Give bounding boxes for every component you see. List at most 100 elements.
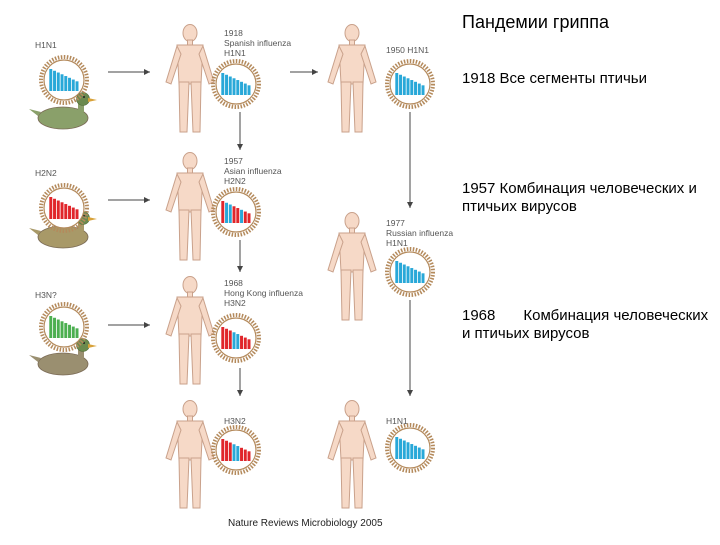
rna-segment: [225, 203, 228, 223]
rna-segment: [422, 85, 425, 95]
rna-segment: [240, 336, 243, 349]
rna-segment: [76, 81, 79, 91]
rna-segment: [403, 441, 406, 459]
rna-segment: [53, 199, 56, 219]
rna-segment: [236, 446, 239, 461]
rna-segment: [64, 323, 67, 338]
slide-title: Пандемии гриппа: [462, 12, 609, 33]
human-virion-1968: [213, 315, 259, 361]
rna-segment: [244, 450, 247, 461]
rna-segment: [221, 439, 224, 461]
rna-segment: [407, 78, 410, 95]
human-virion-bottom-right: [387, 425, 433, 471]
rna-segment: [229, 77, 232, 95]
rna-segment: [414, 446, 417, 459]
rna-segment: [236, 80, 239, 95]
avian-strain-1918: H1N1: [35, 40, 57, 50]
human-bottom-left: [166, 401, 214, 509]
rna-segment: [422, 449, 425, 459]
rna-segment: [53, 71, 56, 91]
rna-segment: [72, 327, 75, 338]
rna-segment: [229, 443, 232, 461]
human-virion-1957: [213, 189, 259, 235]
label-1918: 1918 Spanish influenza H1N1: [224, 28, 291, 58]
rna-segment: [244, 338, 247, 349]
rna-segment: [64, 204, 67, 219]
rna-segment: [422, 273, 425, 283]
human-bottom-right: [328, 401, 376, 509]
rna-segment: [244, 212, 247, 223]
rna-segment: [233, 78, 236, 95]
source-credit: Nature Reviews Microbiology 2005: [228, 518, 383, 529]
rna-segment: [68, 206, 71, 219]
human-virion-1918: [213, 61, 259, 107]
human-virion-bottom-left: [213, 427, 259, 473]
human-1950: [328, 25, 376, 133]
avian-strain-1968: H3N?: [35, 290, 57, 300]
rna-segment: [57, 201, 60, 219]
description-1968-year: 1968: [462, 307, 495, 324]
rna-segment: [221, 73, 224, 95]
rna-segment: [49, 316, 52, 338]
rna-segment: [61, 74, 64, 91]
rna-segment: [403, 77, 406, 95]
rna-segment: [236, 208, 239, 223]
label-1968: 1968 Hong Kong influenza H3N2: [224, 278, 303, 308]
rna-segment: [233, 206, 236, 223]
rna-segment: [399, 75, 402, 95]
rna-segment: [240, 82, 243, 95]
rna-segment: [76, 328, 79, 338]
rna-segment: [240, 210, 243, 223]
rna-segment: [57, 73, 60, 91]
human-1968: [166, 277, 214, 385]
rna-segment: [53, 318, 56, 338]
rna-segment: [248, 339, 251, 349]
human-virion-1977: [387, 249, 433, 295]
rna-segment: [395, 73, 398, 95]
rna-segment: [229, 331, 232, 349]
rna-segment: [221, 201, 224, 223]
rna-segment: [414, 82, 417, 95]
rna-segment: [72, 208, 75, 219]
rna-segment: [61, 202, 64, 219]
avian-strain-1957: H2N2: [35, 168, 57, 178]
label-bottom-left: H3N2: [224, 416, 246, 426]
rna-segment: [248, 85, 251, 95]
rna-segment: [49, 69, 52, 91]
rna-segment: [414, 270, 417, 283]
human-figures: [166, 25, 376, 509]
rna-segment: [72, 80, 75, 91]
rna-segment: [248, 451, 251, 461]
rna-segment: [407, 442, 410, 459]
rna-segment: [248, 213, 251, 223]
rna-segment: [64, 76, 67, 91]
human-1957: [166, 153, 214, 261]
description-1968-text: Комбинация человеческих и птичьих вирусо…: [462, 307, 708, 342]
rna-segment: [76, 209, 79, 219]
label-1977: 1977 Russian influenza H1N1: [386, 218, 453, 248]
rna-segment: [403, 265, 406, 283]
rna-segment: [233, 444, 236, 461]
rna-segment: [395, 437, 398, 459]
rna-segment: [410, 444, 413, 459]
rna-segment: [68, 325, 71, 338]
rna-segment: [410, 268, 413, 283]
rna-segment: [221, 327, 224, 349]
rna-segment: [229, 205, 232, 223]
human-virion-1950: [387, 61, 433, 107]
label-bottom-right: H1N1: [386, 416, 408, 426]
rna-segment: [399, 263, 402, 283]
description-1918: 1918 Все сегменты птичьи: [462, 70, 712, 88]
rna-segment: [68, 78, 71, 91]
rna-segment: [410, 80, 413, 95]
rna-segment: [236, 334, 239, 349]
rna-segment: [233, 332, 236, 349]
rna-segment: [399, 439, 402, 459]
rna-segment: [240, 448, 243, 461]
rna-segment: [49, 197, 52, 219]
rna-segment: [418, 272, 421, 283]
label-1950: 1950 H1N1: [386, 45, 429, 55]
rna-segment: [418, 448, 421, 459]
